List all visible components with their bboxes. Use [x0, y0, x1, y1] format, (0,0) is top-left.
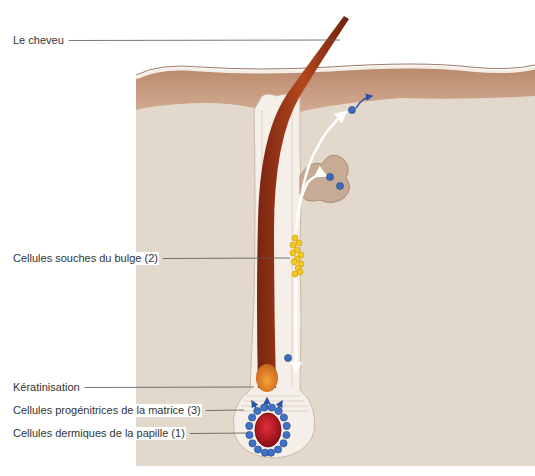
progenitor-cell [249, 414, 256, 421]
progenitor-cell [275, 407, 282, 414]
progenitor-cell [254, 407, 261, 414]
part-label: Cellules souches du bulge (2) [12, 252, 159, 265]
progenitor-cell [280, 414, 287, 421]
progenitor-cell [249, 440, 256, 447]
part-label: Cellules progénitrices de la matrice (3) [12, 404, 202, 417]
progenitor-cell [254, 446, 261, 453]
leader-line [190, 433, 248, 435]
progenitor-cell [280, 440, 287, 447]
leader-line [163, 258, 290, 260]
progenitor-cell [283, 431, 290, 438]
part-label: Kératinisation [12, 381, 81, 394]
progenitor-cell [261, 404, 268, 411]
progenitor-cell [274, 446, 281, 453]
part-label: Le cheveu [12, 34, 65, 47]
leader-line [85, 387, 254, 389]
progenitor-cell [283, 422, 290, 429]
progenitor-cell [246, 431, 253, 438]
progenitor-cell [268, 404, 275, 411]
part-label: Cellules dermiques de la papille (1) [12, 427, 186, 440]
leader-line [69, 40, 340, 42]
progenitor-cell [267, 449, 274, 456]
leader-line [206, 410, 244, 412]
progenitor-cell [246, 422, 253, 429]
